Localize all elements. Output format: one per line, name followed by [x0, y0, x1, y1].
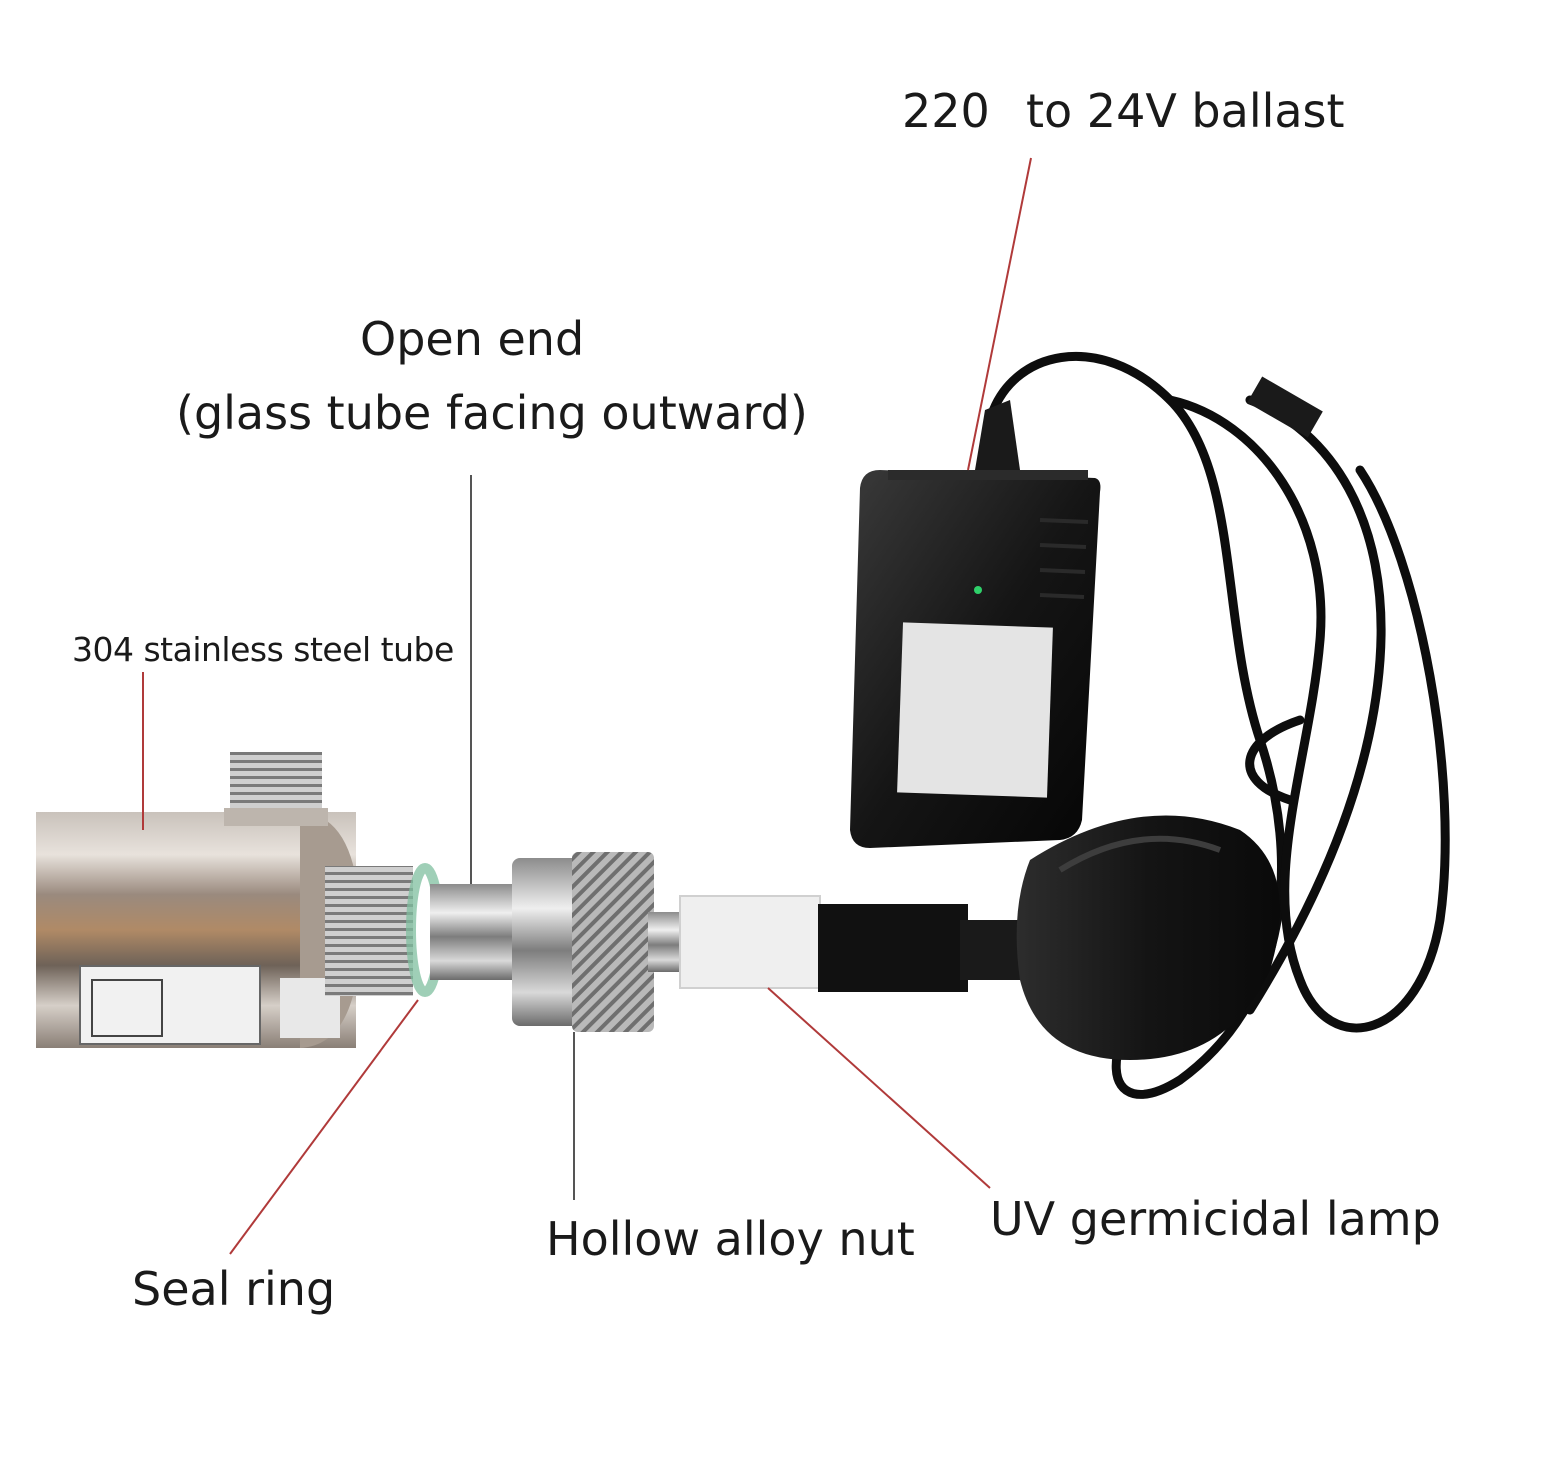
label-seal-ring: Seal ring	[132, 1262, 336, 1316]
label-steel-tube: 304 stainless steel tube	[72, 630, 454, 669]
leader-lines	[142, 157, 1032, 1255]
leader-uv-lamp	[767, 987, 991, 1189]
label-ballast: to 24V ballast	[1026, 84, 1345, 138]
cable-plug	[1247, 376, 1323, 438]
leader-ballast	[967, 157, 1032, 471]
leader-seal-ring	[229, 999, 419, 1255]
steel-tube	[36, 752, 360, 1048]
label-ballast-input-voltage: 220	[902, 84, 990, 138]
uv-lamp	[679, 815, 1280, 1060]
label-hollow-nut: Hollow alloy nut	[546, 1212, 915, 1266]
tube-threaded-neck	[325, 863, 520, 997]
label-open-end-note: (glass tube facing outward)	[176, 386, 808, 440]
ballast-body	[850, 400, 1101, 848]
alloy-nut	[512, 852, 684, 1032]
label-uv-lamp: UV germicidal lamp	[990, 1192, 1441, 1246]
label-open-end: Open end	[360, 312, 585, 366]
